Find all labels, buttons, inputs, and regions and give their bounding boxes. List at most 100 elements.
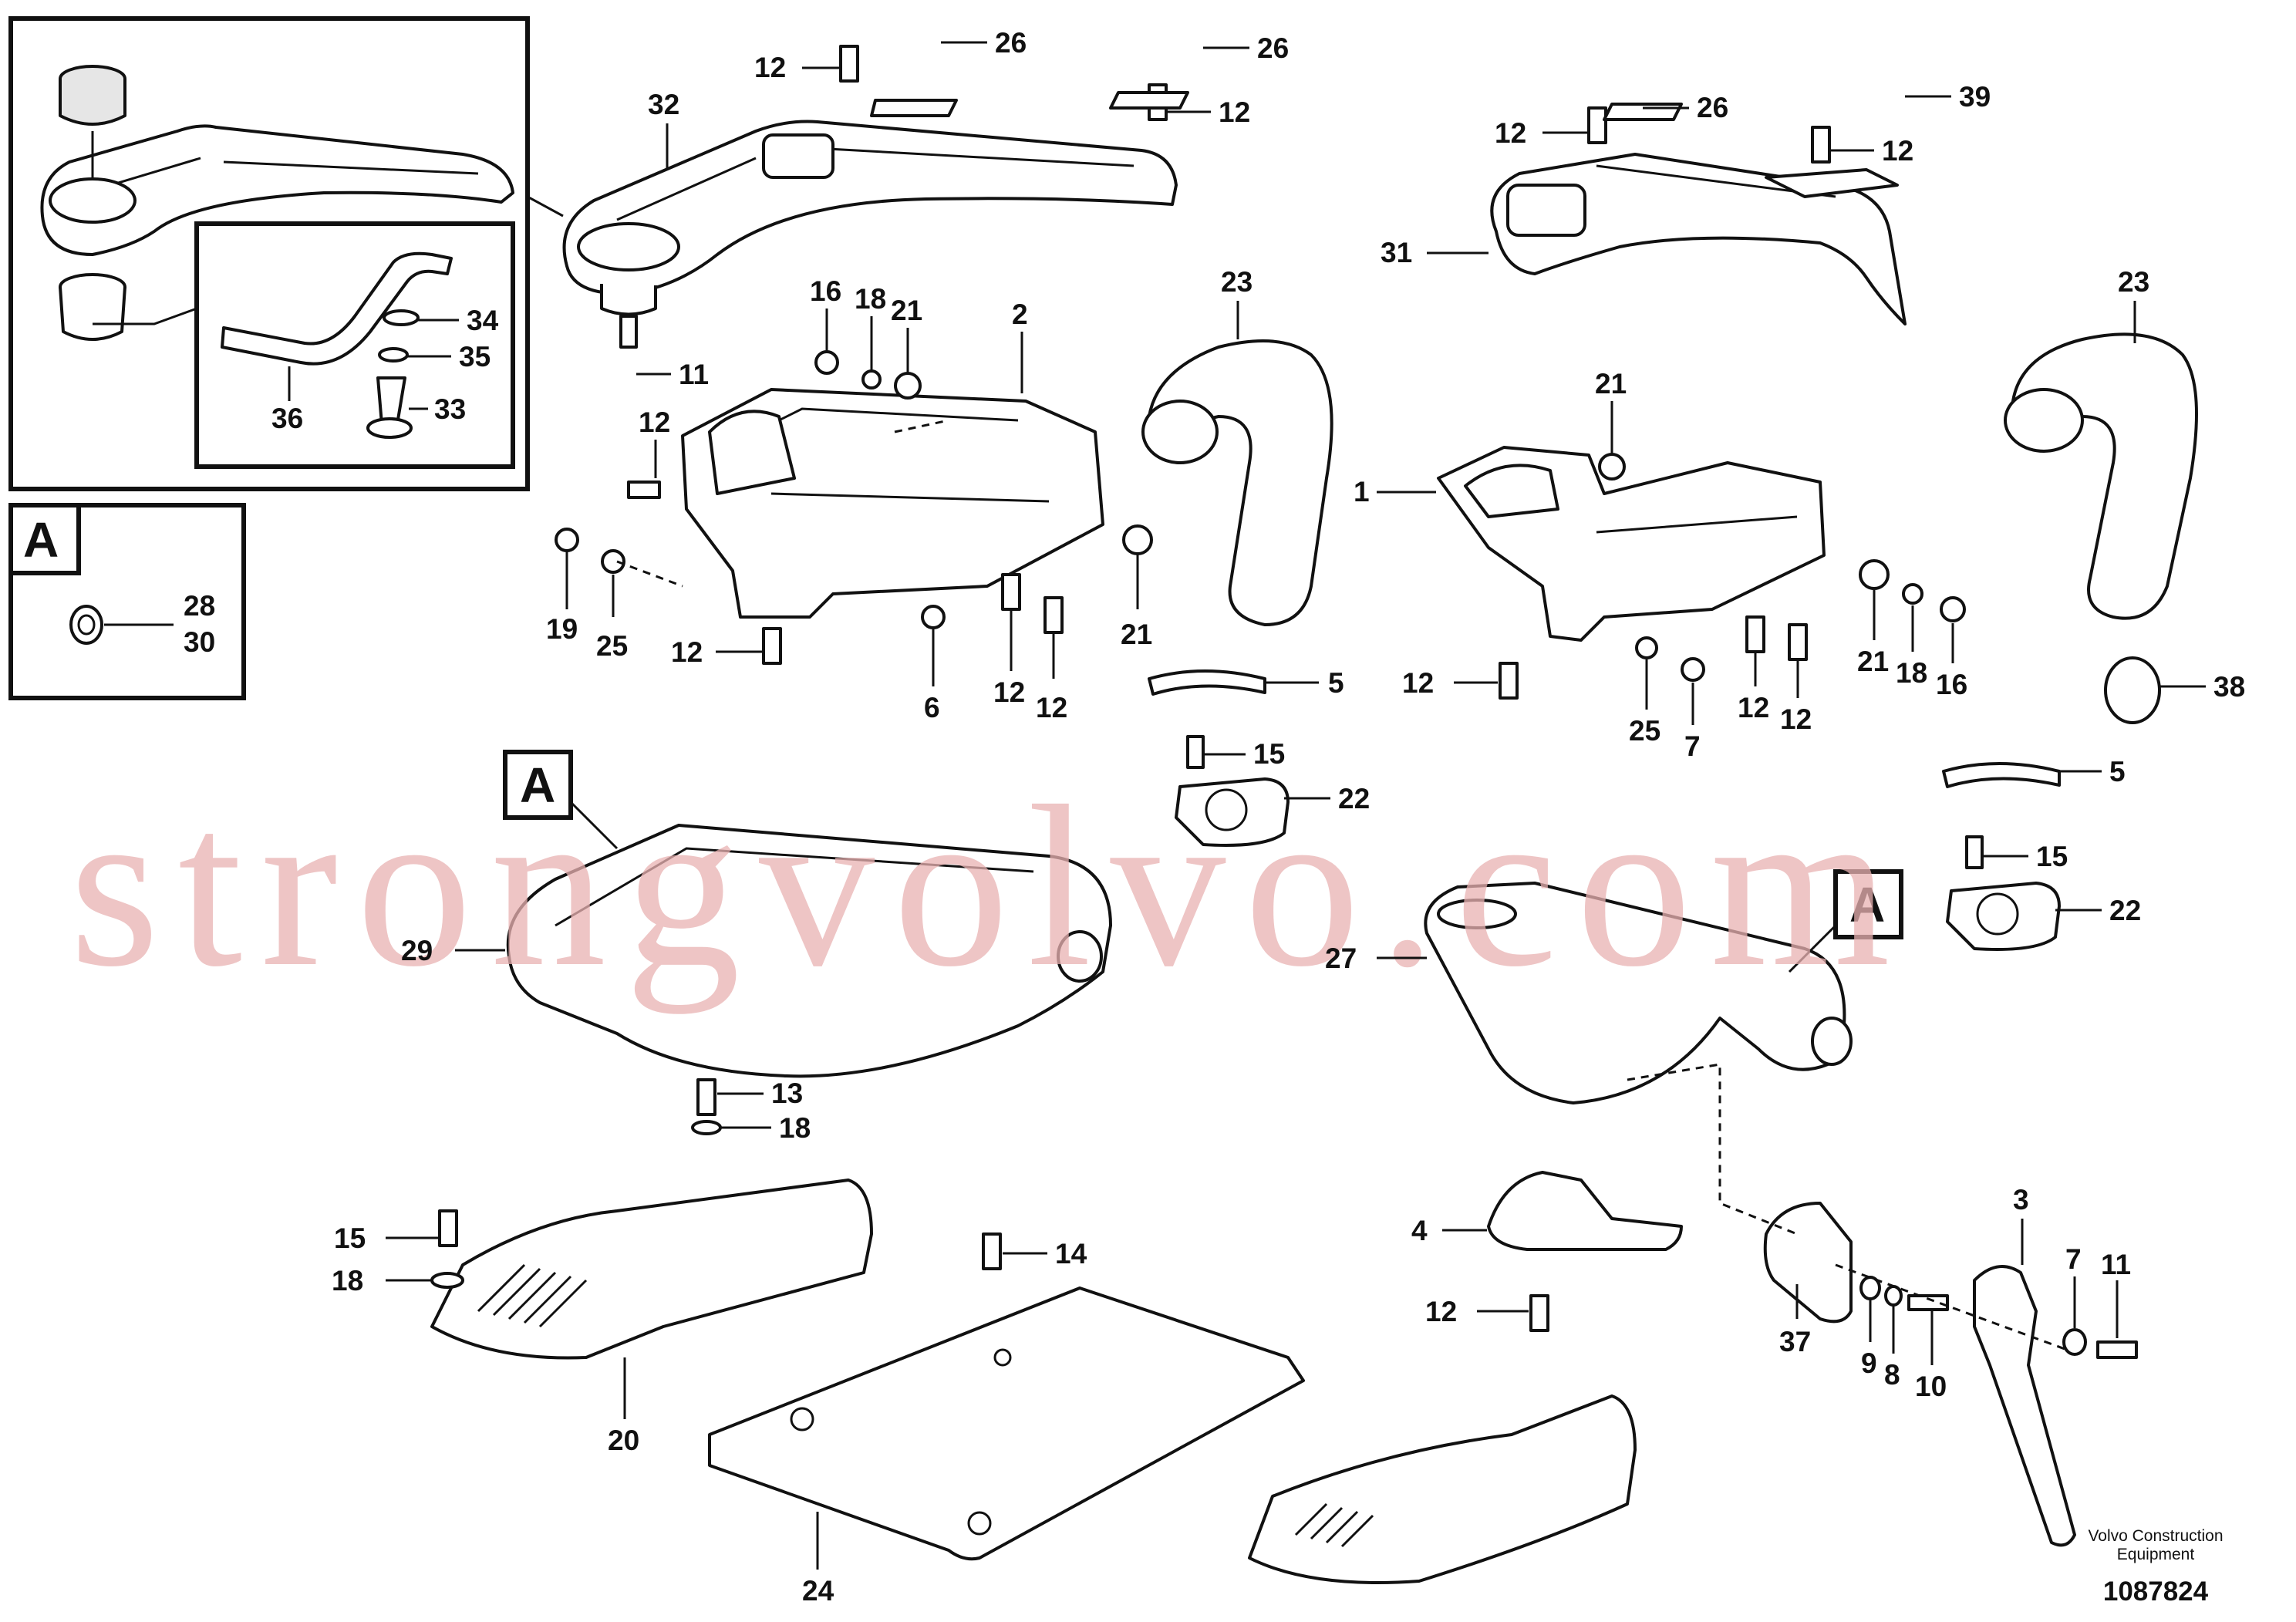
- inset-cap-top: [59, 65, 126, 179]
- cable-tie-5-left: [1148, 669, 1266, 696]
- base-plate-24: [708, 1286, 1305, 1561]
- callouts-top-right: 39 26 12 12 31 23 21 1 12 25 7 12 12 21 …: [1354, 81, 2245, 926]
- inset-washer-34: [383, 309, 420, 326]
- callout-12i: 12: [1402, 667, 1434, 699]
- duct-hose-23-right: [2004, 332, 2198, 620]
- inset-lever: [221, 251, 453, 366]
- callout-34: 34: [467, 305, 499, 336]
- callout-12f: 12: [1036, 692, 1067, 723]
- callout-18b: 18: [1896, 657, 1927, 689]
- callout-6: 6: [924, 692, 940, 723]
- inset-cup-holder: [59, 273, 126, 341]
- callouts-middle: 29 27 13 18 15 18 20 14 24 4 12 37 9 8 1…: [332, 935, 2131, 1607]
- callout-21c: 21: [1595, 368, 1627, 400]
- callout-25b: 25: [1629, 715, 1660, 747]
- callout-7b: 7: [2065, 1243, 2082, 1275]
- callout-2: 2: [1012, 298, 1028, 330]
- callout-22b: 22: [2109, 895, 2141, 926]
- callout-39: 39: [1959, 81, 1991, 113]
- callout-24: 24: [802, 1575, 834, 1607]
- console-cover-27: [1424, 882, 1853, 1104]
- callout-15a: 15: [1253, 738, 1285, 770]
- callout-25a: 25: [596, 630, 628, 662]
- callout-8: 8: [1884, 1359, 1900, 1391]
- dashed-assembly-lines-right: [1627, 1063, 1798, 1236]
- callout-21a: 21: [891, 295, 922, 326]
- callout-29: 29: [401, 935, 433, 966]
- inset-to-part-leader: [527, 195, 564, 218]
- inset-washer-35: [378, 347, 409, 363]
- pad-37: [1763, 1202, 1853, 1324]
- vent-box-20: [430, 1179, 873, 1360]
- armrest-cover-32: [562, 120, 1178, 316]
- letter-a-callout-right: A: [1788, 869, 1903, 973]
- socket-22-right: [1946, 882, 2061, 951]
- callout-12h: 12: [1882, 135, 1913, 167]
- handle-3: [1973, 1265, 2076, 1547]
- callout-15b: 15: [2036, 841, 2068, 872]
- callout-18c: 18: [779, 1112, 811, 1144]
- svg-text:A: A: [1849, 877, 1885, 932]
- console-bracket-2: [681, 388, 1104, 619]
- callouts-inset: 34 35 36 33: [271, 305, 499, 434]
- callout-27: 27: [1325, 943, 1357, 974]
- console-bracket-1: [1437, 446, 1826, 642]
- fasteners-top-left: [555, 45, 1205, 769]
- callout-7a: 7: [1684, 730, 1701, 762]
- inset-pin-33: [366, 376, 413, 439]
- callout-12e: 12: [993, 676, 1025, 708]
- callout-3: 3: [2013, 1184, 2029, 1216]
- callout-31: 31: [1381, 237, 1412, 268]
- callout-37: 37: [1779, 1326, 1811, 1357]
- document-number: 1087824: [2103, 1576, 2209, 1607]
- svg-text:A: A: [520, 757, 555, 813]
- callout-5b: 5: [2109, 756, 2126, 787]
- callout-4: 4: [1411, 1215, 1428, 1246]
- callout-12b: 12: [1219, 96, 1250, 128]
- callout-36: 36: [271, 403, 303, 434]
- callout-12k: 12: [1780, 703, 1812, 735]
- callout-11b: 11: [2101, 1249, 2131, 1280]
- callout-12d: 12: [671, 636, 703, 668]
- callout-20: 20: [608, 1425, 639, 1456]
- bracket-4: [1487, 1171, 1683, 1251]
- socket-22-left: [1175, 777, 1290, 847]
- callout-12g: 12: [1495, 117, 1526, 149]
- callout-1: 1: [1354, 476, 1370, 508]
- callout-26a: 26: [995, 27, 1027, 59]
- callout-12a: 12: [754, 52, 786, 83]
- detail-a-clip: [69, 605, 103, 645]
- callout-12c: 12: [639, 406, 670, 438]
- callout-13: 13: [771, 1077, 803, 1109]
- cap-38: [2104, 656, 2161, 724]
- caption-company-line1: Volvo Construction: [2088, 1527, 2223, 1545]
- fasteners-middle: [430, 1078, 2138, 1359]
- callout-35: 35: [459, 341, 491, 373]
- callout-38: 38: [2213, 671, 2245, 703]
- callout-26c: 26: [1697, 92, 1728, 123]
- callout-18d: 18: [332, 1265, 363, 1297]
- callout-19: 19: [546, 613, 578, 645]
- watermark-text: strongvolvo.com: [69, 758, 1909, 1015]
- callout-23a: 23: [1221, 266, 1253, 298]
- caption-company-line2: Equipment: [2117, 1546, 2195, 1563]
- console-cover-29: [506, 824, 1112, 1078]
- callout-12j: 12: [1738, 692, 1769, 723]
- inset-subdetail-leader: [93, 307, 197, 325]
- callout-12l: 12: [1425, 1296, 1457, 1327]
- callout-21d: 21: [1857, 646, 1889, 677]
- callout-16b: 16: [1936, 669, 1967, 700]
- callout-16: 16: [810, 275, 841, 307]
- callout-23b: 23: [2118, 266, 2149, 298]
- callouts-top-left: 26 26 12 12 32 11 16 18 21 2 23 12 19 25…: [546, 27, 1370, 814]
- detail-a-letter-box: [8, 503, 81, 575]
- callout-10: 10: [1915, 1371, 1947, 1402]
- callout-5a: 5: [1328, 667, 1344, 699]
- letter-a-callout-left: A: [503, 750, 619, 850]
- callout-33: 33: [434, 393, 466, 425]
- detail-a-letter: A: [23, 512, 59, 568]
- callout-30: 30: [184, 626, 215, 658]
- callout-28: 28: [184, 590, 215, 622]
- callout-18: 18: [855, 283, 886, 315]
- armrest-cover-31: [1490, 153, 1907, 325]
